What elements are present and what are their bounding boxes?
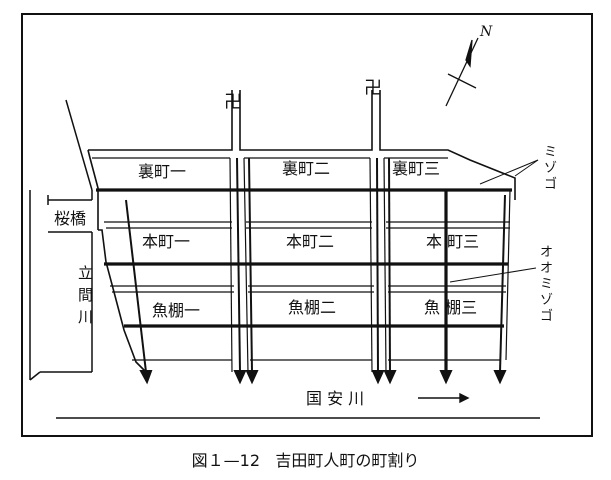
ditch-large-1: オ [540, 245, 553, 260]
block-ura-3: 裏町三 [392, 159, 440, 178]
ditch-large-2: オ [540, 261, 553, 276]
river-west-char-2: 間 [78, 286, 93, 304]
temple-mark-west: 卍 [224, 92, 242, 113]
river-banks [29, 99, 540, 419]
block-uo-3: 魚 棚三 [424, 298, 477, 317]
district-outline [87, 90, 516, 373]
flow-arrow [418, 392, 470, 404]
river-west-char-3: 川 [78, 308, 93, 326]
block-ura-2: 裏町二 [282, 159, 330, 178]
map-frame [21, 13, 593, 437]
ditch-small-1: ミ [544, 145, 557, 160]
block-uo-1: 魚棚一 [152, 301, 200, 320]
ditches [96, 188, 512, 378]
ditch-large-5: ゴ [540, 308, 553, 324]
block-ura-1: 裏町一 [138, 162, 186, 181]
figure-caption: 図１—12 吉田町人町の町割り [0, 447, 611, 471]
north-label: N [479, 24, 493, 40]
streets [92, 157, 511, 373]
block-hon-2: 本町二 [286, 232, 334, 251]
ditch-small-3: ゴ [544, 176, 557, 192]
figure-number: 図１—12 [191, 451, 261, 470]
block-hon-3: 本 町三 [426, 232, 479, 251]
ditch-large-4: ゾ [540, 293, 553, 308]
block-hon-1: 本町一 [142, 232, 190, 251]
leader-lines [449, 159, 539, 283]
block-uo-2: 魚棚二 [288, 298, 336, 317]
ditch-small-2: ゾ [544, 161, 557, 176]
river-west-char-1: 立 [78, 264, 93, 282]
figure-title: 吉田町人町の町割り [275, 451, 420, 470]
north-arrow [445, 37, 479, 107]
river-south-label: 国 安 川 [306, 389, 364, 408]
ditch-arrows [125, 157, 507, 385]
ditch-large-3: ミ [540, 277, 553, 292]
temple-mark-east: 卍 [364, 78, 382, 99]
bridge-label: 桜橋 [54, 209, 86, 228]
